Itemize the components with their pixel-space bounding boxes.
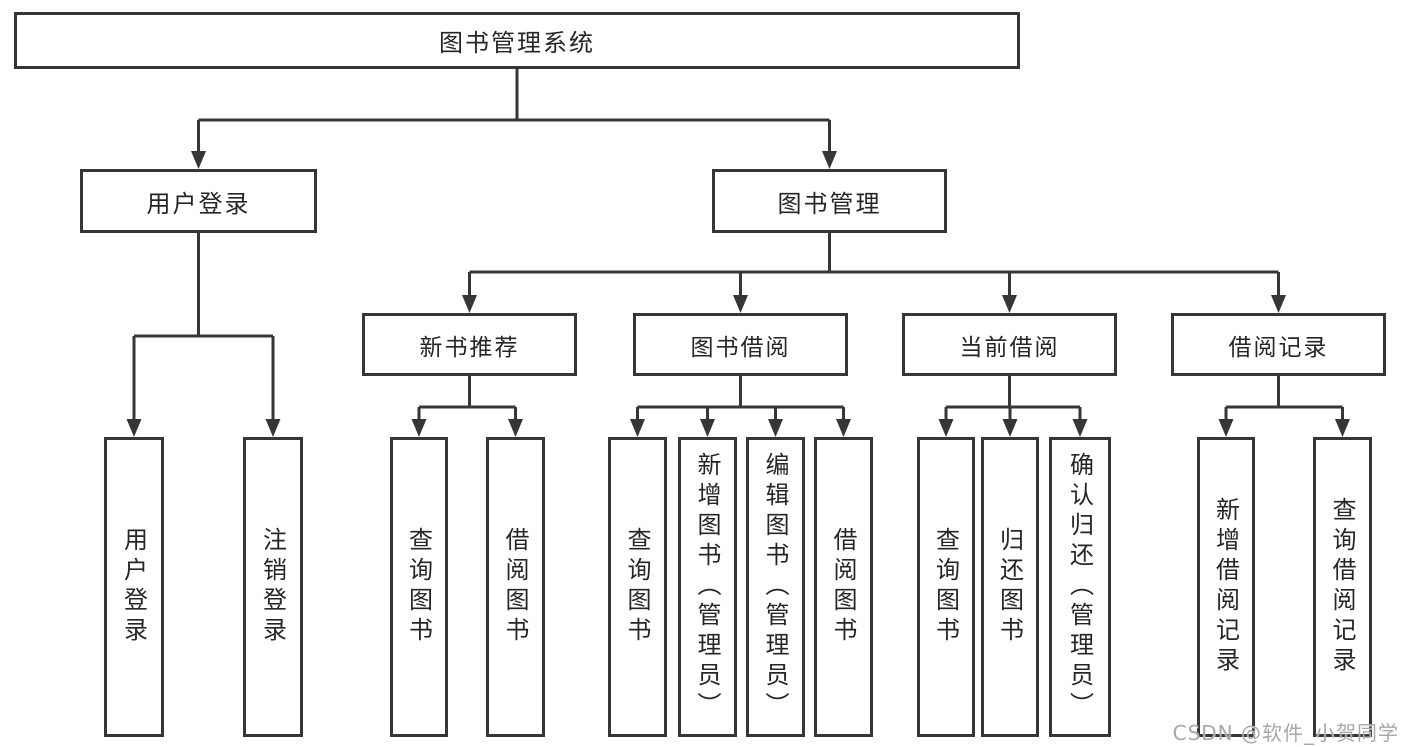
connector-book-borrowing-to-leaves	[630, 376, 851, 437]
connector-root-to-branches	[191, 69, 837, 169]
leaf-query-books-borrowing: 查询图书	[608, 437, 667, 737]
connector-new-book-recommend-to-leaves	[411, 376, 523, 437]
node-book-management: 图书管理	[712, 169, 947, 233]
connector-user-login-to-leaves	[126, 233, 281, 437]
leaf-query-books-current: 查询图书	[917, 437, 975, 737]
connector-book-management-to-groups	[462, 233, 1286, 313]
leaf-borrow-books-borrowing: 借阅图书	[814, 437, 873, 737]
leaf-edit-book-admin: 编辑图书（管理员）	[746, 437, 805, 737]
leaf-borrow-books-recommend: 借阅图书	[486, 437, 545, 737]
node-user-login: 用户登录	[80, 169, 317, 233]
leaf-query-borrow-record: 查询借阅记录	[1313, 437, 1372, 737]
leaf-query-books-recommend: 查询图书	[390, 437, 448, 737]
csdn-watermark: CSDN @软件_小贺同学	[1172, 721, 1399, 745]
node-book-borrowing: 图书借阅	[633, 313, 848, 376]
leaf-return-book: 归还图书	[981, 437, 1039, 737]
leaf-confirm-return-admin: 确认归还（管理员）	[1049, 437, 1111, 737]
leaf-add-book-admin: 新增图书（管理员）	[678, 437, 737, 737]
leaf-add-borrow-record: 新增借阅记录	[1197, 437, 1255, 737]
node-new-book-recommend: 新书推荐	[362, 313, 577, 376]
leaf-logout: 注销登录	[243, 437, 303, 737]
node-current-borrowing: 当前借阅	[902, 313, 1117, 376]
node-borrow-records: 借阅记录	[1171, 313, 1386, 376]
leaf-user-login: 用户登录	[104, 437, 164, 737]
connector-borrow-records-to-leaves	[1218, 376, 1350, 437]
node-library-management-system: 图书管理系统	[14, 12, 1020, 69]
connector-current-borrowing-to-leaves	[938, 376, 1088, 437]
